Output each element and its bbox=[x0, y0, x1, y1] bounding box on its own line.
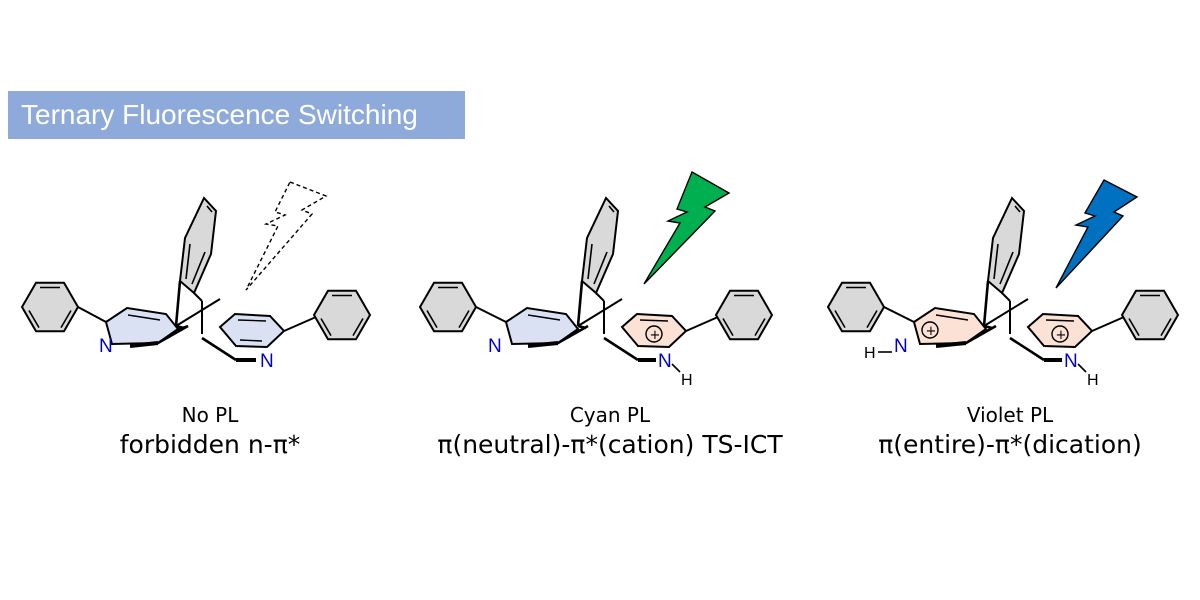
left-pyridinium-ring bbox=[912, 306, 988, 346]
nitrogen-label-right: N bbox=[658, 351, 672, 372]
phenyl-left bbox=[21, 281, 79, 333]
phenyl-right bbox=[1121, 289, 1179, 341]
transition-label: forbidden n-π* bbox=[119, 430, 301, 459]
panel-no-pl: N N bbox=[21, 181, 371, 372]
positive-charge-icon-right bbox=[1051, 325, 1069, 343]
phenyl-right bbox=[313, 289, 371, 341]
pl-label: Violet PL bbox=[966, 403, 1054, 427]
nitrogen-label-left: N bbox=[99, 336, 113, 357]
pl-label: Cyan PL bbox=[569, 403, 651, 427]
transition-label: π(neutral)-π*(cation) TS-ICT bbox=[437, 430, 783, 459]
title-banner: Ternary Fluorescence Switching bbox=[8, 91, 465, 139]
green-bolt-icon bbox=[643, 170, 731, 285]
hydrogen-label-left: H bbox=[864, 345, 876, 362]
nitrogen-label-right: N bbox=[1064, 351, 1078, 372]
charge-label-right: + bbox=[650, 328, 661, 343]
phenyl-left bbox=[827, 281, 885, 333]
positive-charge-icon bbox=[645, 325, 663, 343]
phenyl-right bbox=[715, 289, 773, 341]
dashed-outline-bolt-icon bbox=[245, 181, 328, 291]
charge-label-left: + bbox=[926, 324, 937, 339]
panel-cyan-pl: N N H + bbox=[419, 170, 773, 389]
caption-violet-pl: Violet PL π(entire)-π*(dication) bbox=[840, 402, 1180, 462]
caption-no-pl: No PL forbidden n-π* bbox=[60, 402, 360, 462]
caption-cyan-pl: Cyan PL π(neutral)-π*(cation) TS-ICT bbox=[400, 402, 820, 462]
panel-violet-pl: H N + N H + bbox=[827, 179, 1179, 389]
positive-charge-icon-left bbox=[921, 321, 939, 339]
transition-label: π(entire)-π*(dication) bbox=[878, 430, 1142, 459]
charge-label-right: + bbox=[1056, 328, 1067, 343]
nitrogen-label-left: N bbox=[894, 336, 908, 357]
title-text: Ternary Fluorescence Switching bbox=[21, 99, 418, 130]
nitrogen-label-left: N bbox=[488, 336, 502, 357]
phenyl-left bbox=[419, 281, 477, 333]
right-pyridine-ring bbox=[218, 312, 286, 349]
blue-bolt-icon bbox=[1055, 179, 1139, 289]
pl-label: No PL bbox=[181, 403, 239, 427]
hydrogen-label-right: H bbox=[681, 372, 693, 389]
hydrogen-label-right: H bbox=[1087, 372, 1099, 389]
nitrogen-label-right: N bbox=[260, 351, 274, 372]
left-pyridine-ring bbox=[504, 306, 580, 346]
